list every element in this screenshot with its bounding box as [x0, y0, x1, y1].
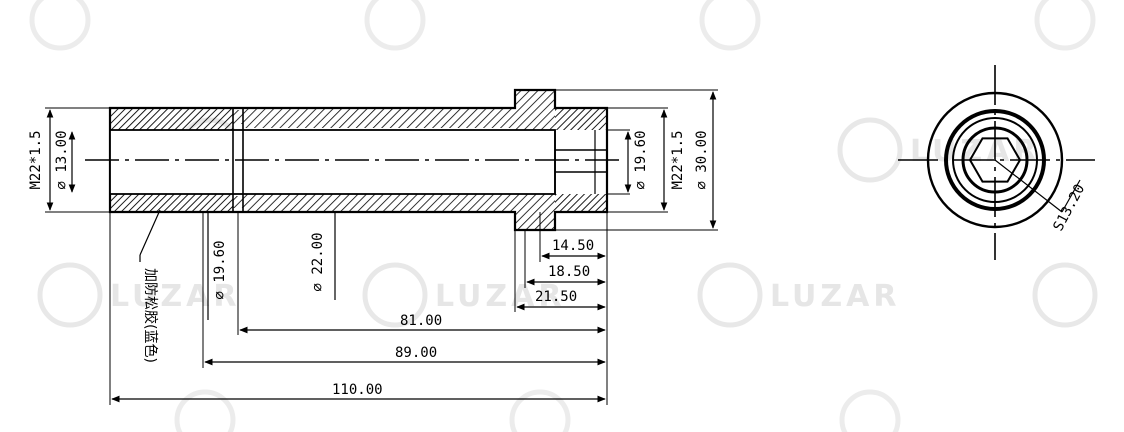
- flange-top: [515, 90, 555, 130]
- groove-bottom: [233, 196, 243, 208]
- bore-circle: [961, 126, 1029, 194]
- watermark-text: LUZAR: [770, 279, 900, 314]
- dim-right-thread: M22*1.5: [670, 130, 686, 189]
- dim-len-110-00: 110.00: [332, 382, 383, 398]
- bore: [109, 129, 556, 195]
- dim-right-bore: ⌀ 19.60: [633, 130, 649, 189]
- thread-root-circle: [952, 117, 1038, 203]
- right-thread-top: [555, 108, 607, 130]
- watermark-logo-icon: LUZAR: [837, 117, 1036, 183]
- dim-left-thread: M22*1.5: [28, 130, 44, 189]
- flange-circle: [926, 91, 1064, 229]
- right-thread-bottom: [555, 194, 607, 212]
- watermark-logo-icon: [1032, 262, 1098, 328]
- outer-thread-circle: [944, 109, 1046, 211]
- dim-left-bore: ⌀ 13.00: [54, 130, 70, 189]
- dim-len-89-00: 89.00: [395, 345, 437, 361]
- watermark-logo-icon: LUZAR: [697, 262, 900, 328]
- horizontal-dimensions: 14.50 18.50 21.50 81.00 89.00 110.00: [109, 212, 608, 405]
- flange-bottom: [515, 194, 555, 230]
- vertical-dimensions: M22*1.5 ⌀ 13.00 ⌀ 19.60 M22*1.5 ⌀ 30.00 …: [28, 89, 718, 320]
- side-view: [85, 88, 625, 232]
- watermark-layer: LUZAR LUZAR LUZAR LUZAR LUZAR: [29, 0, 1098, 432]
- left-thread-top: [110, 108, 233, 130]
- watermark-text: LUZAR: [110, 279, 240, 314]
- watermark-logo-icon: [29, 0, 1096, 432]
- watermark-logo-icon: LUZAR: [37, 262, 240, 328]
- dim-len-14-50: 14.50: [552, 238, 594, 254]
- dim-len-18-50: 18.50: [548, 264, 590, 280]
- body-wall-bottom: [243, 194, 515, 212]
- dim-mid-diameter-2: ⌀ 22.00: [310, 232, 326, 291]
- dim-len-81-00: 81.00: [400, 313, 442, 329]
- sealant-note: 加防松胶(蓝色): [139, 209, 161, 363]
- note-thread-sealant: 加防松胶(蓝色): [142, 268, 159, 363]
- left-thread-bottom: [110, 192, 233, 212]
- groove-top: [233, 110, 243, 124]
- body-wall-top: [243, 108, 515, 128]
- dim-mid-diameter-1: ⌀ 19.60: [212, 240, 228, 299]
- dim-flange-diameter: ⌀ 30.00: [694, 130, 710, 189]
- hex-socket: [968, 137, 1022, 183]
- dim-len-21-50: 21.50: [535, 289, 577, 305]
